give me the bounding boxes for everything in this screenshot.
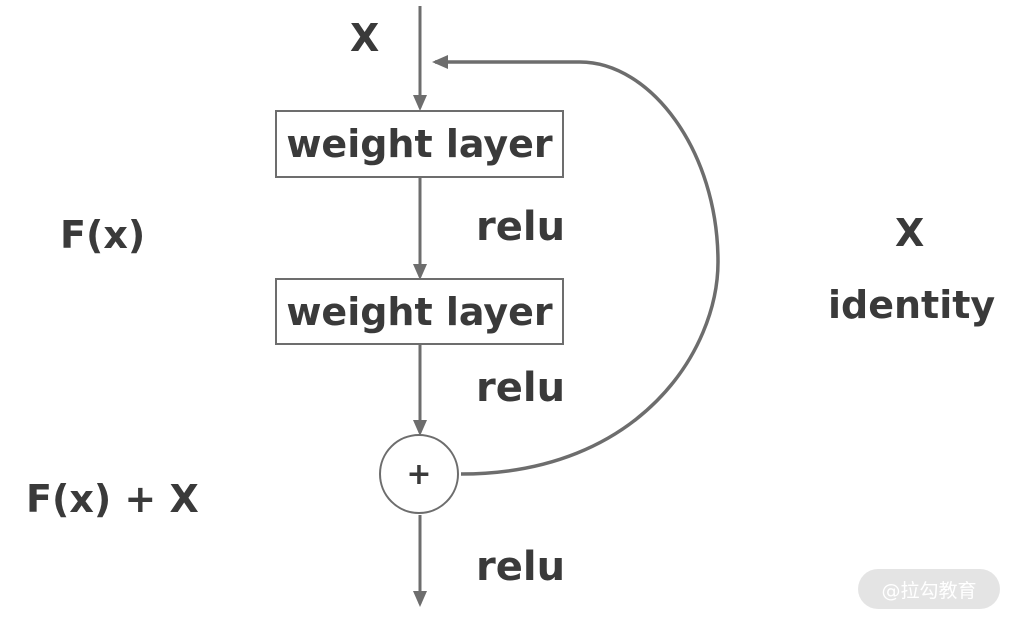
weight-layer-2-label: weight layer bbox=[286, 289, 553, 334]
watermark-text: @拉勾教育 bbox=[881, 579, 977, 602]
arrow-identity-shortcut bbox=[432, 55, 720, 476]
plus-icon: + bbox=[406, 456, 432, 492]
sum-node: + bbox=[379, 434, 459, 514]
input-x-label: X bbox=[350, 16, 380, 60]
weight-layer-2: weight layer bbox=[275, 278, 564, 345]
relu-label-3: relu bbox=[476, 544, 566, 590]
shortcut-x-label: X bbox=[895, 211, 925, 255]
relu-label-2: relu bbox=[476, 365, 566, 411]
shortcut-identity-label: identity bbox=[828, 283, 996, 327]
relu-label-1: relu bbox=[476, 204, 566, 250]
residual-function-label: F(x) bbox=[60, 213, 146, 257]
watermark-badge: @拉勾教育 bbox=[858, 569, 1000, 609]
sum-output-label: F(x) + X bbox=[26, 477, 199, 521]
weight-layer-1-label: weight layer bbox=[286, 122, 553, 166]
weight-layer-1: weight layer bbox=[275, 110, 564, 178]
